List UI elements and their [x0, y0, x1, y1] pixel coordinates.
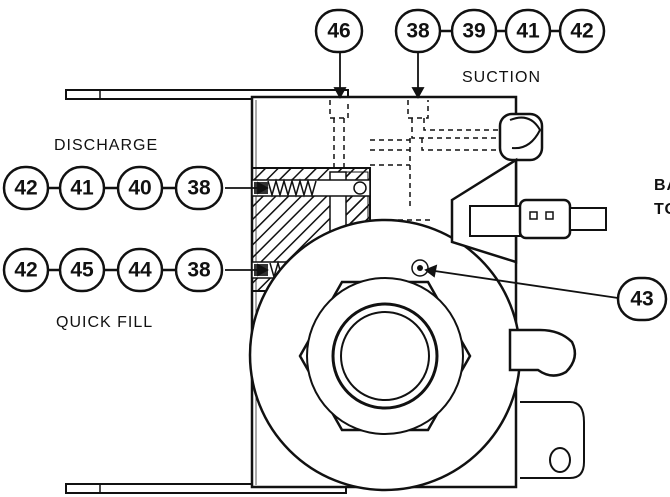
svg-text:41: 41 [516, 20, 540, 43]
svg-text:42: 42 [14, 259, 37, 282]
svg-text:44: 44 [128, 259, 152, 282]
svg-text:38: 38 [187, 259, 211, 282]
svg-text:42: 42 [14, 177, 37, 200]
quick-fill-label: QUICK FILL [56, 314, 153, 331]
suction-knob [498, 112, 544, 162]
svg-text:38: 38 [406, 20, 430, 43]
cut-off-label-1: BA [654, 177, 670, 194]
callout-group-discharge: 42 41 40 38 [2, 165, 224, 211]
callout-46: 46 [314, 8, 364, 54]
callout-43: 43 [616, 276, 668, 322]
svg-text:43: 43 [630, 288, 653, 311]
cut-off-label-2: TO [654, 201, 670, 218]
discharge-label: DISCHARGE [54, 137, 158, 154]
bottom-bracket [65, 483, 347, 494]
svg-text:42: 42 [570, 20, 593, 43]
suction-passages [329, 100, 500, 221]
svg-text:40: 40 [128, 177, 151, 200]
callout-group-top-right: 38 39 41 42 [394, 8, 606, 54]
top-bracket [65, 89, 349, 100]
svg-text:45: 45 [70, 259, 94, 282]
suction-label: SUCTION [462, 69, 541, 86]
discharge-spring [267, 178, 317, 198]
leader-lines [225, 52, 619, 299]
svg-text:39: 39 [462, 20, 485, 43]
callout-group-quick-fill: 42 45 44 38 [2, 247, 224, 293]
svg-text:38: 38 [187, 177, 211, 200]
svg-text:46: 46 [327, 20, 350, 43]
svg-text:41: 41 [70, 177, 94, 200]
drain-fitting [508, 328, 577, 377]
